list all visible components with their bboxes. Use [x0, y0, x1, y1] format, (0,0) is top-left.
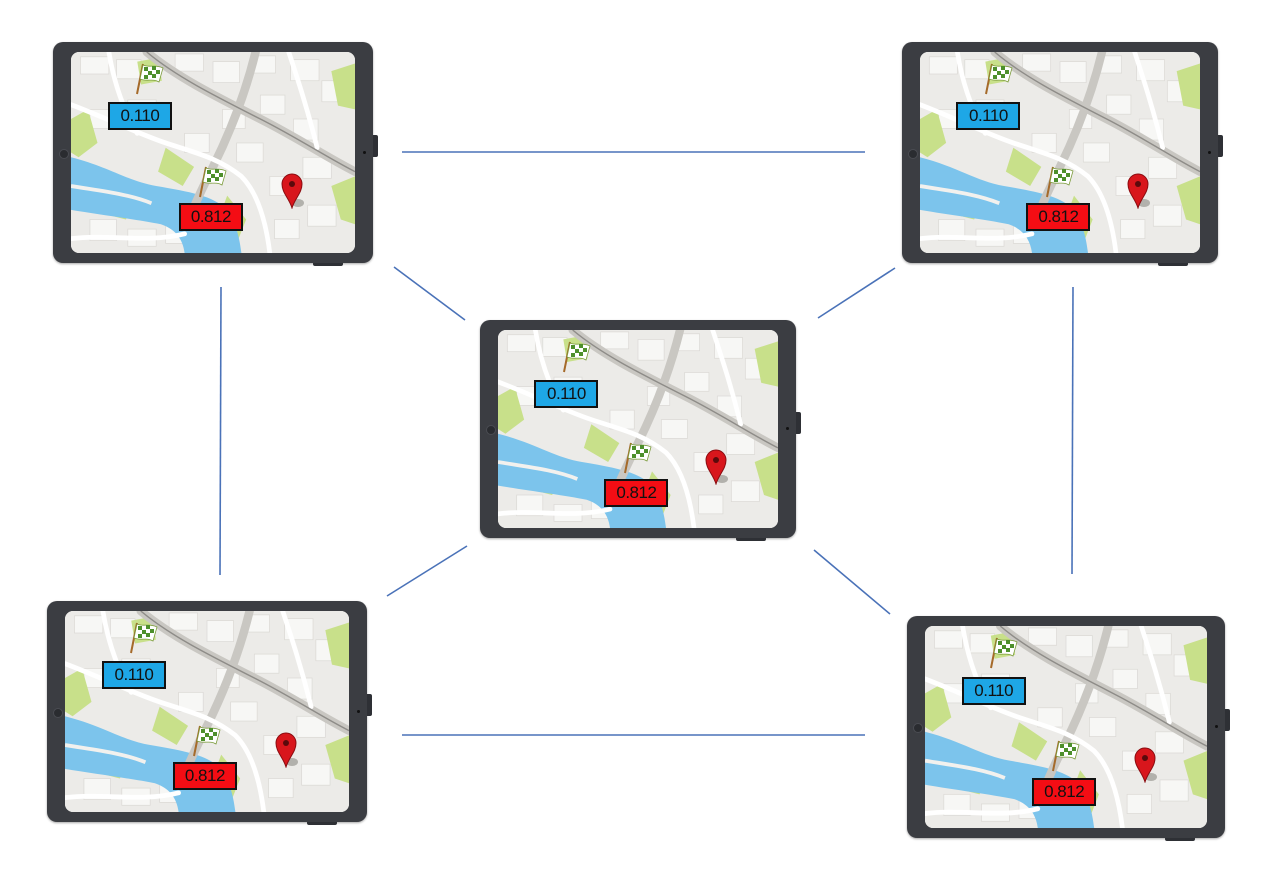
volume-button	[736, 538, 766, 541]
blue-value-label: 0.110	[956, 102, 1021, 131]
edge-top-right-center	[817, 267, 896, 319]
tablet-bottom-left: 0.110 0.812	[47, 601, 372, 825]
edge-top-right-bottom-right	[1071, 286, 1074, 575]
red-value-label: 0.812	[1026, 202, 1091, 231]
home-button-icon	[913, 723, 923, 733]
map-pin-icon	[1127, 173, 1151, 209]
red-value-label: 0.812	[604, 478, 669, 507]
blue-value-label: 0.110	[534, 379, 599, 408]
red-value-label: 0.812	[172, 761, 237, 790]
tablet-center: 0.110 0.812	[480, 320, 801, 541]
edge-bottom-right-center	[813, 549, 891, 615]
side-button	[367, 693, 372, 716]
map-pin-icon	[705, 449, 729, 485]
blue-value-label: 0.110	[961, 676, 1026, 705]
side-button	[1225, 709, 1230, 732]
camera-icon	[363, 150, 366, 154]
tablet-screen: 0.110 0.812	[71, 52, 355, 253]
checkered-flag-icon	[1052, 740, 1080, 772]
tablet-screen: 0.110 0.812	[498, 330, 778, 528]
tablet-screen: 0.110 0.812	[925, 626, 1207, 828]
camera-icon	[357, 709, 360, 713]
blue-value-label: 0.110	[107, 102, 172, 131]
side-button	[796, 411, 801, 434]
home-button-icon	[486, 425, 496, 435]
checkered-flag-icon	[192, 725, 221, 756]
city-map	[925, 626, 1207, 828]
camera-icon	[1215, 725, 1218, 728]
tablet-top-right: 0.110 0.812	[902, 42, 1223, 266]
edge-top-left-bottom-left	[219, 286, 222, 576]
side-button	[1218, 134, 1223, 157]
volume-button	[307, 822, 337, 825]
red-value-label: 0.812	[1032, 777, 1097, 806]
checkered-flag-icon	[562, 341, 591, 373]
checkered-flag-icon	[984, 63, 1013, 95]
map-pin-icon	[1134, 747, 1157, 784]
tablet-bottom-right: 0.110 0.812	[907, 616, 1230, 841]
tablet-screen: 0.110 0.812	[65, 611, 349, 812]
checkered-flag-icon	[990, 637, 1018, 669]
volume-button	[1165, 838, 1195, 841]
side-button	[373, 134, 378, 157]
tablet-top-left: 0.110 0.812	[53, 42, 378, 266]
home-button-icon	[59, 148, 69, 159]
home-button-icon	[908, 148, 918, 159]
checkered-flag-icon	[198, 166, 227, 197]
map-pin-icon	[281, 173, 305, 209]
home-button-icon	[53, 707, 63, 718]
checkered-flag-icon	[624, 442, 652, 474]
checkered-flag-icon	[130, 622, 158, 654]
blue-value-label: 0.110	[101, 661, 166, 690]
map-pin-icon	[275, 732, 299, 768]
tablet-screen: 0.110 0.812	[920, 52, 1200, 253]
volume-button	[313, 263, 343, 266]
volume-button	[1158, 263, 1188, 266]
edge-top-left-center	[393, 266, 466, 321]
camera-icon	[1208, 150, 1211, 154]
edge-bottom-left-center	[386, 545, 468, 597]
camera-icon	[786, 427, 789, 430]
red-value-label: 0.812	[178, 202, 243, 231]
checkered-flag-icon	[1046, 166, 1074, 197]
checkered-flag-icon	[136, 63, 164, 95]
